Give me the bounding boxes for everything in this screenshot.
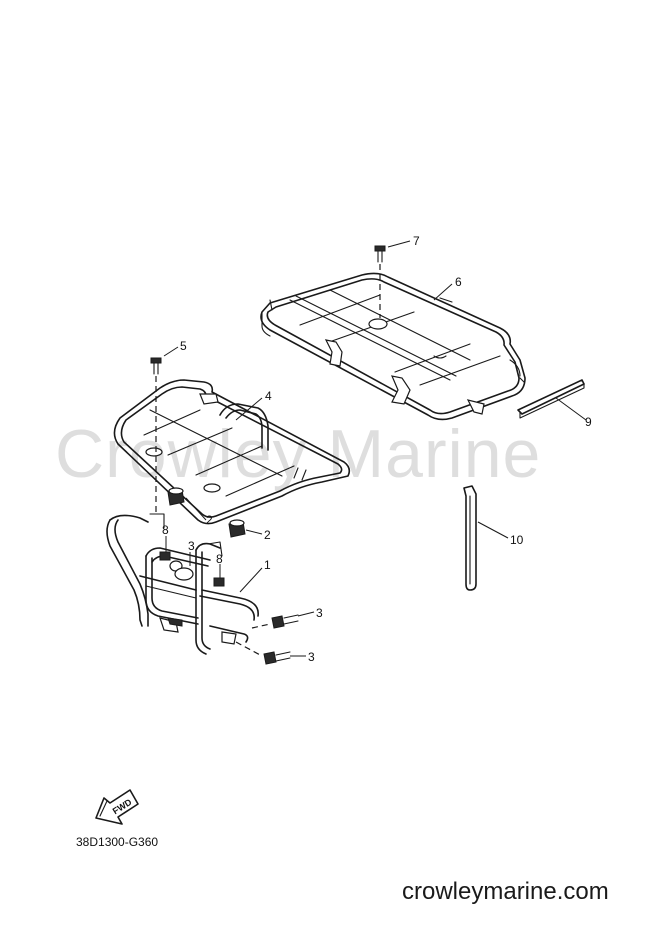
- diagram-reference-code: 38D1300-G360: [76, 835, 159, 849]
- tie-strap-10: [463, 485, 477, 591]
- callout-8a: 8: [162, 523, 169, 537]
- callout-3c: 3: [308, 650, 315, 664]
- fwd-arrow-icon: FWD: [95, 789, 139, 825]
- callout-6: 6: [455, 275, 462, 289]
- collar-3a: [169, 560, 194, 581]
- bolt-3b: [271, 614, 299, 629]
- nut-8b: [213, 577, 225, 587]
- grommet-2b: [228, 519, 246, 538]
- callout-9: 9: [585, 415, 592, 429]
- callout-10: 10: [510, 533, 524, 547]
- rear-carrier: [260, 272, 526, 421]
- callout-3a: 3: [188, 539, 195, 553]
- bolt-7: [374, 245, 386, 263]
- bolt-3c: [263, 651, 291, 665]
- callout-7: 7: [413, 234, 420, 248]
- leader-lines: [163, 240, 587, 657]
- callout-3b: 3: [316, 606, 323, 620]
- callout-2b: 2: [264, 528, 271, 542]
- strip-9: [517, 379, 585, 419]
- callout-8b: 8: [216, 552, 223, 566]
- front-guard: [106, 513, 259, 655]
- grommet-2a: [167, 487, 185, 506]
- callout-1: 1: [264, 558, 271, 572]
- website-url[interactable]: crowleymarine.com: [402, 878, 609, 905]
- callout-5: 5: [180, 339, 187, 353]
- callout-4: 4: [265, 389, 272, 403]
- nut-8a: [159, 551, 171, 561]
- front-carrier: [113, 379, 351, 525]
- bolt-5: [150, 357, 162, 375]
- callout-2a: 2: [206, 513, 213, 527]
